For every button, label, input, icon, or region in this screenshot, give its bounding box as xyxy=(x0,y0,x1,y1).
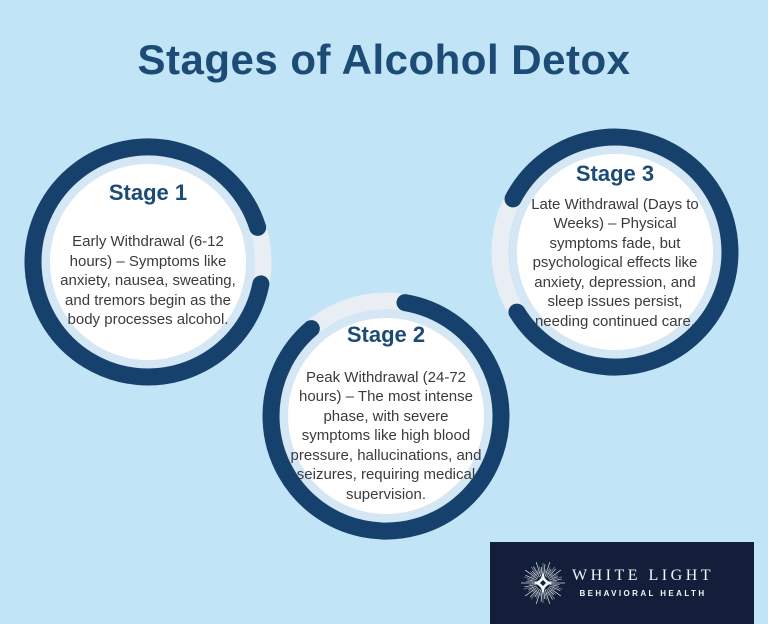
logo-tagline: BEHAVIORAL HEALTH xyxy=(579,588,707,598)
sparkle-center-diamond xyxy=(540,580,546,586)
stage-2-circle: Stage 2 Peak Withdrawal (24-72 hours) – … xyxy=(262,292,510,540)
stage-2-heading: Stage 2 xyxy=(346,321,426,347)
stage-1-circle: Stage 1 Early Withdrawal (6-12 hours) – … xyxy=(24,138,272,386)
stage-2-description: Peak Withdrawal (24-72 hours) – The most… xyxy=(290,368,482,503)
infographic-title: Stages of Alcohol Detox xyxy=(137,36,631,83)
stage-3-content: Stage 3 Late Withdrawal (Days to Weeks) … xyxy=(491,128,739,376)
logo-text-block: WHITE LIGHT BEHAVIORAL HEALTH xyxy=(572,567,714,598)
stage-2-content: Stage 2 Peak Withdrawal (24-72 hours) – … xyxy=(262,292,510,540)
stage-3-heading: Stage 3 xyxy=(575,160,655,186)
ring-arc xyxy=(262,294,510,540)
stage-1-content: Stage 1 Early Withdrawal (6-12 hours) – … xyxy=(24,138,272,386)
stage-1-description: Early Withdrawal (6-12 hours) – Symptoms… xyxy=(60,233,236,329)
logo-card: WHITE LIGHT BEHAVIORAL HEALTH xyxy=(490,542,754,624)
logo-name: WHITE LIGHT xyxy=(572,566,715,584)
stage-1-ring-graphic xyxy=(24,138,272,386)
stage-inner-circle xyxy=(288,318,484,514)
stage-1-heading: Stage 1 xyxy=(108,180,188,206)
stage-inner-circle xyxy=(50,164,246,360)
starburst-icon xyxy=(521,561,565,605)
stage-3-description: Late Withdrawal (Days to Weeks) – Physic… xyxy=(531,195,699,330)
stage-2-ring-graphic xyxy=(262,292,510,540)
ring-arc xyxy=(504,128,739,376)
stage-inner-circle xyxy=(517,154,713,350)
ring-arc xyxy=(24,138,270,386)
stage-3-ring-graphic xyxy=(491,128,739,376)
stage-3-circle: Stage 3 Late Withdrawal (Days to Weeks) … xyxy=(491,128,739,376)
